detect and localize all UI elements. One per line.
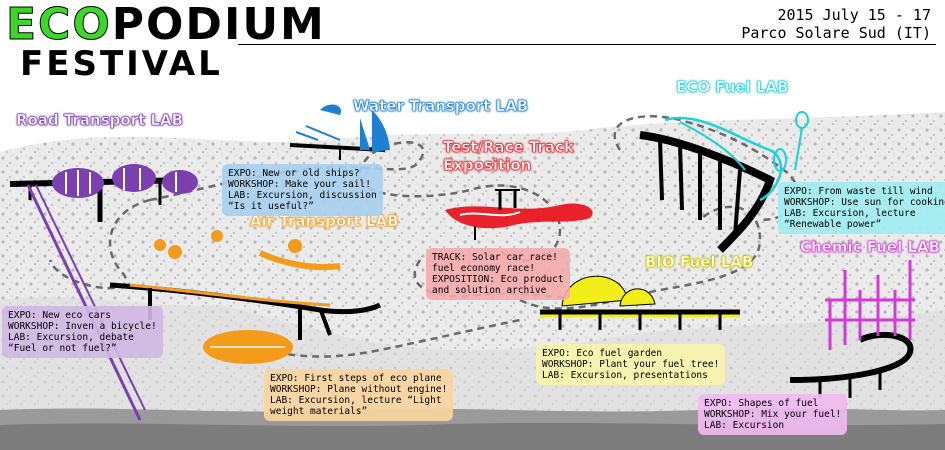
track-lab-title-line2: Exposition — [443, 156, 532, 175]
bio-info-line: WORKSHOP: Plant your fuel tree! — [542, 359, 720, 370]
chemic-info-line: EXPO: Shapes of fuel — [704, 398, 819, 409]
road-info-line: LAB: Excursion, debate — [8, 332, 134, 343]
eco-fuel-info-line: “Renewable power” — [784, 219, 882, 230]
title-eco: ECO — [6, 0, 112, 50]
chemic-lab-title: Chemic Fuel LAB — [800, 238, 941, 257]
road-info-line: EXPO: New eco cars — [8, 310, 111, 321]
eco-fuel-lab-title: ECO Fuel LAB — [676, 78, 789, 97]
chemic-info-line: LAB: Excursion — [704, 420, 785, 431]
eco-fuel-info-box: EXPO: From waste till wind WORKSHOP: Use… — [778, 182, 945, 234]
event-location: Parco Solare Sud (IT) — [741, 24, 931, 42]
bio-info-line: LAB: Excursion, presentations — [542, 370, 708, 381]
chemic-info-box: EXPO: Shapes of fuel WORKSHOP: Mix your … — [698, 394, 848, 435]
water-info-box: EXPO: New or old ships? WORKSHOP: Make y… — [222, 164, 383, 216]
air-info-line: weight materials” — [270, 406, 368, 417]
chemic-info-line: WORKSHOP: Mix your fuel! — [704, 409, 842, 420]
event-date: 2015 July 15 - 17 — [777, 6, 931, 24]
track-info-box: TRACK: Solar car race! fuel economy race… — [426, 248, 570, 300]
air-info-line: LAB: Excursion, lecture “Light — [270, 395, 442, 406]
bio-info-line: EXPO: Eco fuel garden — [542, 348, 663, 359]
eco-fuel-info-line: LAB: Excursion, lecture — [784, 208, 916, 219]
water-info-line: WORKSHOP: Make your sail! — [228, 179, 371, 190]
track-lab-title: Test/Race Track Exposition — [443, 138, 575, 175]
water-info-line: “Is it useful?” — [228, 201, 314, 212]
air-lab-title: Air Transport LAB — [250, 212, 399, 231]
track-info-line: EXPOSITION: Eco product — [432, 274, 564, 285]
air-info-line: WORKSHOP: Plane without engine! — [270, 384, 448, 395]
road-info-line: WORKSHOP: Inven a bicycle! — [8, 321, 157, 332]
track-lab-title-line1: Test/Race Track — [443, 138, 575, 157]
water-info-line: LAB: Excursion, discussion — [228, 190, 377, 201]
track-info-line: TRACK: Solar car race! — [432, 252, 558, 263]
track-info-line: fuel economy race! — [432, 263, 535, 274]
event-info: 2015 July 15 - 17 Parco Solare Sud (IT) — [741, 6, 931, 42]
eco-fuel-info-line: EXPO: From waste till wind — [784, 186, 933, 197]
air-info-box: EXPO: First steps of eco plane WORKSHOP:… — [264, 369, 454, 421]
track-info-line: and solution archive — [432, 285, 547, 296]
festival-title: ECOPODIUM — [6, 0, 326, 50]
road-lab-title: Road Transport LAB — [16, 111, 184, 130]
bio-info-box: EXPO: Eco fuel garden WORKSHOP: Plant yo… — [536, 344, 726, 385]
water-lab-title: Water Transport LAB — [353, 97, 529, 116]
air-info-line: EXPO: First steps of eco plane — [270, 373, 442, 384]
title-festival: FESTIVAL — [20, 44, 223, 84]
road-info-box: EXPO: New eco cars WORKSHOP: Inven a bic… — [2, 306, 163, 358]
bio-lab-title: BIO Fuel LAB — [645, 253, 754, 272]
water-info-line: EXPO: New or old ships? — [228, 168, 360, 179]
title-podium: PODIUM — [111, 0, 326, 50]
header-divider — [238, 44, 936, 45]
road-info-line: “Fuel or not fuel?” — [8, 343, 117, 354]
eco-fuel-info-line: WORKSHOP: Use sun for cooking — [784, 197, 945, 208]
